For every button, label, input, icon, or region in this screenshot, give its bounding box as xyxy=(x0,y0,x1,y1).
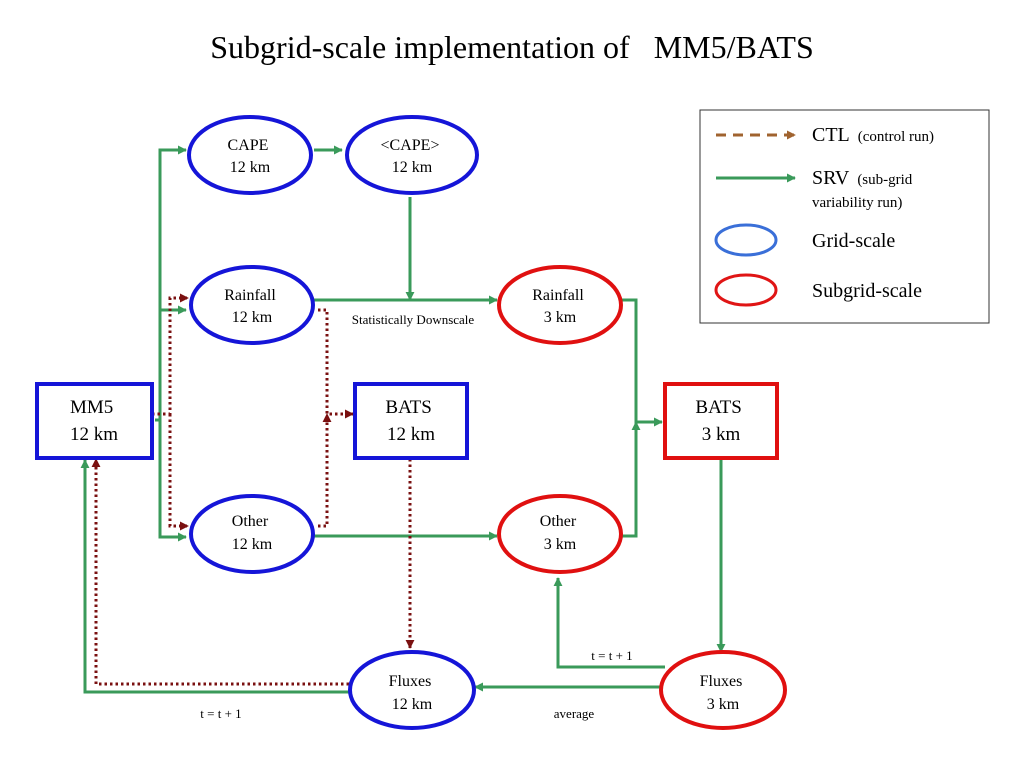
legend-grid-label: Grid-scale xyxy=(812,230,895,252)
ctl-arrow-mm5-to-rainfall xyxy=(152,293,189,416)
node-fluxes-3km xyxy=(659,650,787,730)
node-cape-12km-label: CAPE 12 km xyxy=(228,137,273,176)
srv-arrow-rain3-to-bats3 xyxy=(620,298,663,427)
srv-arrow-flux3-to-other3 xyxy=(553,577,665,669)
node-cape-avg-12km xyxy=(345,115,479,195)
node-fluxes-12km xyxy=(348,650,476,730)
srv-arrow-mm5-to-cape xyxy=(155,145,187,422)
legend-srv-note: variability run) xyxy=(812,195,902,211)
legend-srv-label: SRV (sub-grid xyxy=(812,167,913,189)
node-bats-3km-label: BATS 3 km xyxy=(695,397,746,445)
label-average: average xyxy=(554,706,595,721)
node-rainfall-3km xyxy=(497,265,623,345)
ctl-arrow-flux12-to-mm5 xyxy=(91,458,349,686)
node-mm5-12km xyxy=(35,382,154,460)
label-t-plus-1-right: t = t + 1 xyxy=(591,648,632,663)
node-bats-12km-label: BATS 12 km xyxy=(385,397,436,445)
node-other-3km xyxy=(497,494,623,574)
label-t-plus-1-left: t = t + 1 xyxy=(200,706,241,721)
page-title: Subgrid-scale implementation of MM5/BATS xyxy=(210,29,814,65)
srv-arrow-mm5-to-other xyxy=(158,420,187,542)
node-bats-3km xyxy=(663,382,779,460)
legend-subgrid-label: Subgrid-scale xyxy=(812,280,922,302)
srv-arrow-other3-to-bats3 xyxy=(620,421,641,538)
legend-subgrid-ellipse xyxy=(714,273,778,307)
node-other-12km-label: Other 12 km xyxy=(232,513,273,553)
node-bats-12km xyxy=(353,382,469,460)
node-rainfall-12km-label: Rainfall 12 km xyxy=(224,287,280,326)
node-fluxes-3km-label: Fluxes 3 km xyxy=(700,673,747,713)
ctl-arrow-other12-to-bats12 xyxy=(318,413,332,528)
node-rainfall-12km xyxy=(189,265,315,345)
node-cape-avg-12km-label: <CAPE> 12 km xyxy=(381,137,444,176)
legend-grid-ellipse xyxy=(714,223,778,257)
node-cape-12km xyxy=(187,115,313,195)
ctl-arrow-mm5-to-other xyxy=(168,414,189,531)
label-statistically-downscale: Statistically Downscale xyxy=(352,312,475,327)
node-mm5-12km-label: MM5 12 km xyxy=(70,397,118,445)
srv-arrow-flux12-to-mm5 xyxy=(80,459,350,694)
legend: CTL (control run) SRV (sub-grid variabil… xyxy=(699,109,990,324)
node-fluxes-12km-label: Fluxes 12 km xyxy=(389,673,436,713)
node-rainfall-3km-label: Rainfall 3 km xyxy=(532,287,588,326)
ctl-arrow-rain12-to-bats12 xyxy=(318,308,354,419)
node-other-3km-label: Other 3 km xyxy=(540,513,580,553)
legend-ctl-label: CTL (control run) xyxy=(812,124,934,146)
node-other-12km xyxy=(189,494,315,574)
